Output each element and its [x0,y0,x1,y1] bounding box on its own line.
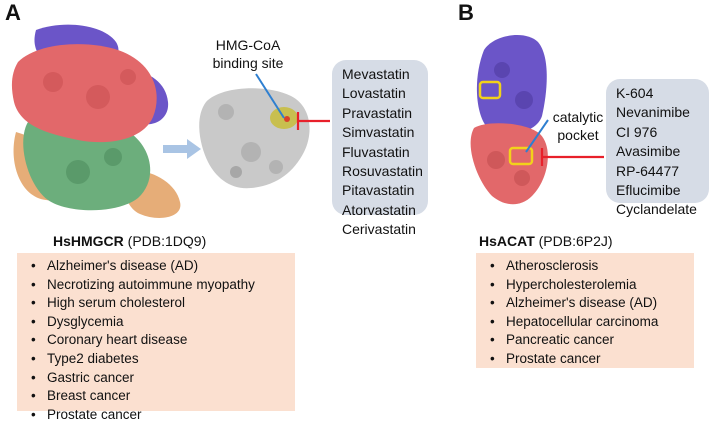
disease-item: High serum cholesterol [31,294,287,313]
catalytic-pocket-label: catalytic pocket [546,108,610,144]
disease-item: Alzheimer's disease (AD) [31,257,287,276]
transition-arrow [163,139,201,159]
binding-site-callout-line [255,73,285,119]
disease-item: Prostate cancer [31,406,287,424]
pocket-callout-line [525,119,549,153]
binding-site-label-line1: HMG-CoA [215,37,281,53]
panel-b-letter: B [458,0,474,25]
inhibition-symbol-a [296,112,330,130]
acat-structure-image [470,35,548,205]
drug-name: Rosuvastatin [342,163,423,180]
disease-item: Dysglycemia [31,313,287,332]
binding-site-label: HMG-CoA binding site [209,36,287,72]
hmgcr-disease-list: Alzheimer's disease (AD)Necrotizing auto… [17,253,295,424]
hmgcr-structure-image [11,24,181,218]
drug-name: Cerivastatin [342,221,416,238]
drug-name: Avasimibe [616,143,681,160]
disease-item: Necrotizing autoimmune myopathy [31,276,287,295]
drug-name: Nevanimibe [616,104,690,121]
inhibition-symbol-b [540,148,604,166]
drug-name: CI 976 [616,123,658,140]
disease-item: Atherosclerosis [490,257,686,276]
acat-name: HsACAT [479,233,535,249]
disease-item: Hepatocellular carcinoma [490,313,686,332]
drug-name: Mevastatin [342,66,410,82]
acat-disease-list: AtherosclerosisHypercholesterolemiaAlzhe… [476,253,694,368]
drug-name: Eflucimibe [616,182,681,199]
acat-title: HsACAT (PDB:6P2J) [479,233,613,249]
drug-name: K-604 [616,85,654,101]
disease-item: Coronary heart disease [31,331,287,350]
disease-item: Prostate cancer [490,350,686,369]
hmgcr-pdb: (PDB:1DQ9) [127,233,207,249]
hmgcr-title: HsHMGCR (PDB:1DQ9) [53,233,206,249]
drug-name: Lovastatin [342,85,406,102]
disease-item: Alzheimer's disease (AD) [490,294,686,313]
disease-item: Gastric cancer [31,369,287,388]
drug-name: Pravastatin [342,104,413,121]
disease-item: Breast cancer [31,387,287,406]
drug-name: Atorvastatin [342,201,416,218]
drug-name: Pitavastatin [342,182,415,199]
pocket-label-line1: catalytic [552,109,604,125]
binding-site-label-line2: binding site [212,55,284,71]
hmgcr-name: HsHMGCR [53,233,124,249]
disease-item: Pancreatic cancer [490,331,686,350]
disease-item: Hypercholesterolemia [490,276,686,295]
drug-name: Simvastatin [342,124,415,141]
drug-name: Fluvastatin [342,143,410,160]
drug-name: RP-64477 [616,162,680,179]
disease-item: Type2 diabetes [31,350,287,369]
pocket-label-line2: pocket [557,127,599,143]
acat-pdb: (PDB:6P2J) [538,233,613,249]
panel-a-letter: A [5,0,21,25]
drug-name: Cyclandelate [616,201,697,218]
